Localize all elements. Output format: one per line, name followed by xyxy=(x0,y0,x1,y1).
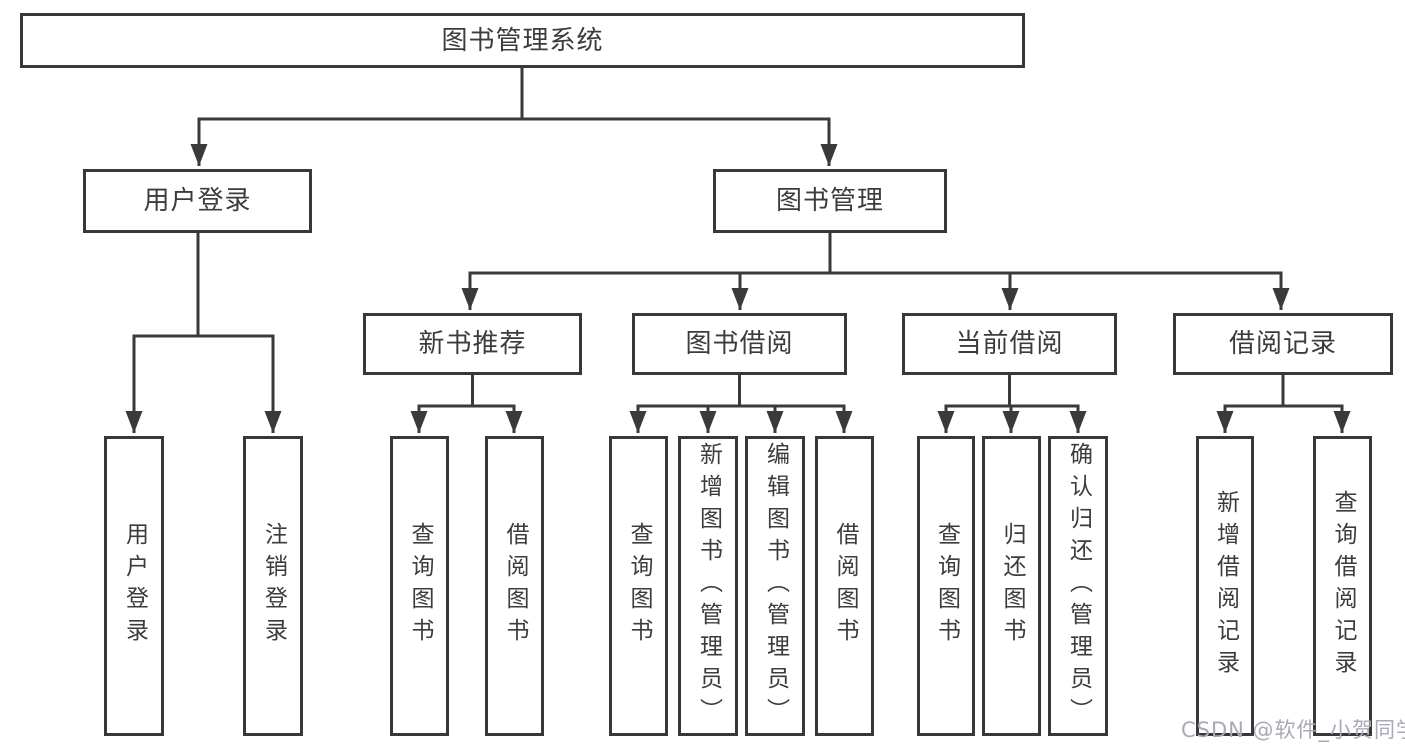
node-user-login-branch: 用户登录 xyxy=(83,169,312,233)
leaf-return-book: 归还图书 xyxy=(982,436,1041,736)
leaf-add-book-admin: 新增图书（管理员） xyxy=(678,436,738,736)
csdn-watermark: CSDN @软件_小贺同学 xyxy=(1181,718,1405,742)
leaf-logout: 注销登录 xyxy=(243,436,303,736)
leaf-query-borrow-record: 查询借阅记录 xyxy=(1313,436,1372,736)
node-book-borrowing: 图书借阅 xyxy=(632,313,847,375)
leaf-borrow-books-borrowing: 借阅图书 xyxy=(815,436,874,736)
node-book-management-branch: 图书管理 xyxy=(713,169,947,233)
node-current-borrowing: 当前借阅 xyxy=(902,313,1117,375)
leaf-add-borrow-record: 新增借阅记录 xyxy=(1196,436,1254,736)
node-library-management-system: 图书管理系统 xyxy=(20,13,1025,68)
leaf-query-books-newbook: 查询图书 xyxy=(390,436,449,736)
leaf-query-books-borrowing: 查询图书 xyxy=(609,436,668,736)
leaf-borrow-books-newbook: 借阅图书 xyxy=(485,436,544,736)
node-new-book-recommend: 新书推荐 xyxy=(363,313,582,375)
leaf-edit-book-admin: 编辑图书（管理员） xyxy=(745,436,805,736)
leaf-query-books-current: 查询图书 xyxy=(917,436,975,736)
leaf-user-login: 用户登录 xyxy=(104,436,164,736)
leaf-confirm-return-admin: 确认归还（管理员） xyxy=(1048,436,1108,736)
node-borrowing-records: 借阅记录 xyxy=(1173,313,1393,375)
